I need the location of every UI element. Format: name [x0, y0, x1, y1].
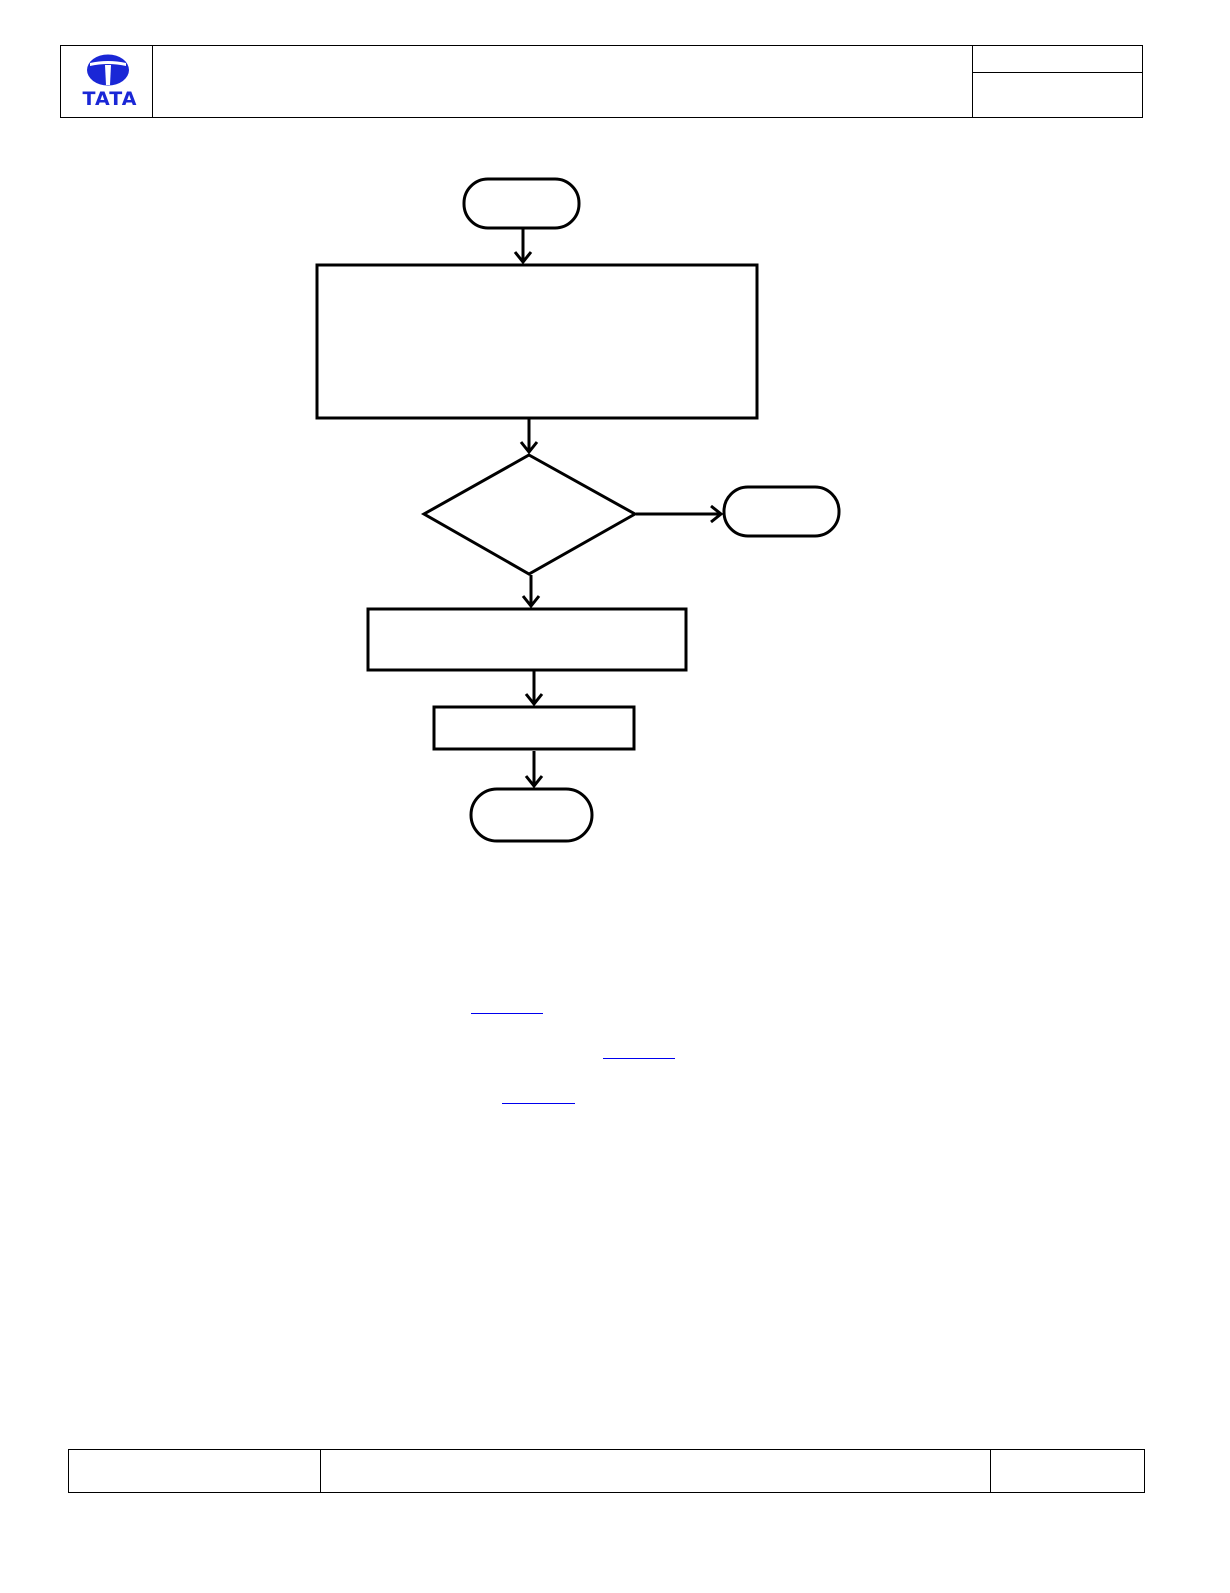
flowchart: [315, 177, 841, 843]
hyperlink-2[interactable]: [603, 1041, 675, 1059]
footer-divider-right: [990, 1449, 991, 1493]
footer-center-cell: [330, 1462, 980, 1482]
process-box-1: [315, 263, 759, 420]
hyperlink-3[interactable]: [502, 1086, 575, 1104]
arrowhead-icon: [524, 775, 544, 789]
start-terminal: [462, 177, 581, 230]
end-terminal: [469, 787, 594, 843]
process-box-2: [366, 607, 688, 672]
header-table: [60, 45, 1143, 118]
branch-terminal: [722, 485, 841, 538]
logo-wordmark: TATA: [82, 88, 138, 110]
hyperlink-2-underline: [603, 1058, 675, 1059]
arrowhead-icon: [524, 693, 544, 707]
company-logo: TATA: [60, 45, 152, 118]
header-divider-left: [152, 45, 153, 118]
header-divider-right: [972, 45, 973, 118]
arrowhead-icon: [513, 251, 533, 265]
footer-right-cell: [998, 1462, 1138, 1482]
arrowhead-icon: [710, 504, 724, 524]
header-divider-right-horizontal: [972, 72, 1143, 73]
tata-t-emblem-icon: [87, 54, 129, 86]
footer-table: [68, 1449, 1145, 1493]
footer-divider-left: [320, 1449, 321, 1493]
hyperlink-3-underline: [502, 1103, 575, 1104]
hyperlink-1[interactable]: [471, 996, 543, 1014]
decision-diamond: [420, 453, 639, 576]
footer-left-cell: [76, 1462, 312, 1482]
arrowhead-icon: [519, 441, 539, 455]
hyperlink-1-underline: [471, 1013, 543, 1014]
arrowhead-icon: [521, 595, 541, 609]
process-box-3: [432, 705, 636, 751]
